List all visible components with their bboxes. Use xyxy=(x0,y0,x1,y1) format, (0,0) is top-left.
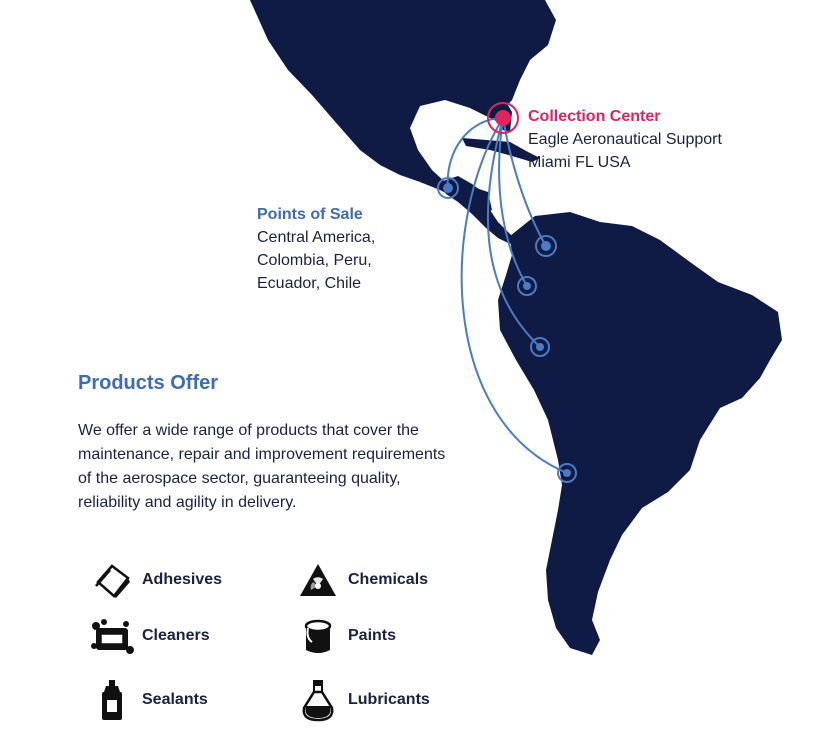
route-chile xyxy=(460,117,568,474)
sale-point-colombia xyxy=(535,235,557,257)
collection-center-title: Collection Center xyxy=(528,108,661,125)
sale-point-peru xyxy=(530,337,550,357)
points-of-sale-line-1: Central America, xyxy=(257,229,376,246)
sale-point-central-america xyxy=(437,177,459,199)
collection-center-location: Miami FL USA xyxy=(528,154,631,171)
product-label: Lubricants xyxy=(348,691,430,708)
route-lines xyxy=(446,117,568,474)
paint-can-icon xyxy=(296,614,340,658)
product-adhesives: Adhesives xyxy=(90,558,222,602)
caribbean-islands xyxy=(462,138,540,162)
sealant-bottle-icon xyxy=(90,678,134,722)
route-central-america xyxy=(446,117,504,189)
hazard-triangle-icon xyxy=(296,558,340,602)
product-label: Paints xyxy=(348,627,397,644)
collection-center-marker xyxy=(487,102,519,134)
points-of-sale-line-3: Ecuador, Chile xyxy=(257,275,362,292)
central-america-landmass xyxy=(440,176,516,244)
adhesive-sheets-icon xyxy=(90,558,134,602)
south-america-landmass xyxy=(498,212,782,655)
product-label: Cleaners xyxy=(142,627,210,644)
cleaner-bucket-icon xyxy=(90,614,134,658)
route-ecuador xyxy=(498,117,528,287)
route-peru xyxy=(486,117,541,348)
products-offer-title: Products Offer xyxy=(78,372,219,394)
sale-point-ecuador xyxy=(517,276,537,296)
route-colombia xyxy=(502,117,547,247)
points-of-sale-title: Points of Sale xyxy=(257,206,363,223)
sale-point-chile xyxy=(557,463,577,483)
product-label: Adhesives xyxy=(142,571,223,588)
collection-center-company: Eagle Aeronautical Support xyxy=(528,131,722,148)
product-lubricants: Lubricants xyxy=(296,678,430,722)
product-sealants: Sealants xyxy=(90,678,208,722)
product-chemicals: Chemicals xyxy=(296,558,428,602)
products-offer-description: We offer a wide range of products that c… xyxy=(78,422,446,511)
product-cleaners: Cleaners xyxy=(90,614,210,658)
lubricant-flask-icon xyxy=(296,678,340,722)
north-america-landmass xyxy=(250,0,556,216)
points-of-sale-line-2: Colombia, Peru, xyxy=(257,252,372,269)
product-paints: Paints xyxy=(296,614,396,658)
product-label: Chemicals xyxy=(348,571,429,588)
product-label: Sealants xyxy=(142,691,208,708)
